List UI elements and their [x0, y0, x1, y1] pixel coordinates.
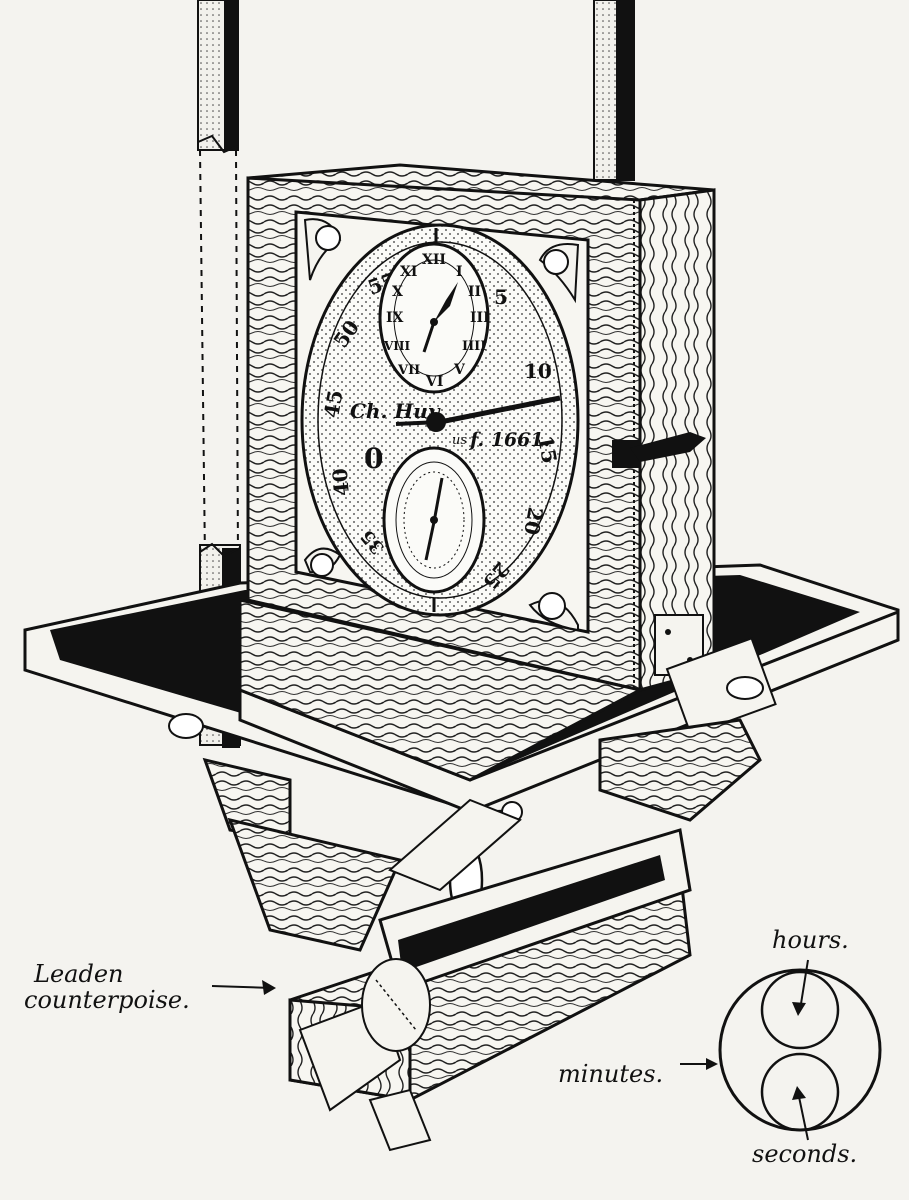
signature-date: f. 1661.: [468, 429, 550, 451]
key-hours-circle: [760, 970, 840, 1050]
zero-mark: 0: [364, 442, 383, 475]
corner-ornament-top-left: [303, 218, 342, 281]
corner-ornament-top-right: [538, 243, 580, 304]
minute-number-45: 45: [319, 388, 347, 420]
seconds-subdial: [382, 446, 486, 594]
label-counterpoise: counterpoise.: [24, 986, 190, 1014]
signature-mid: us: [452, 433, 467, 448]
roman-hour-vi: VI: [425, 374, 443, 390]
leaden-counterpoise-label: Leaden counterpoise.: [24, 960, 276, 1014]
minute-number-5: 5: [494, 285, 508, 309]
roman-hour-vii: VII: [397, 363, 420, 378]
minute-number-10: 10: [524, 359, 552, 383]
roman-hour-ix: IX: [386, 310, 404, 326]
roman-hour-viii: VIII: [383, 339, 411, 353]
roman-hour-iii: III: [470, 310, 490, 326]
hour-subdial: XII I II III IIII V VI VII VIII IX X XI: [378, 242, 490, 394]
corner-ornament-bottom-left: [303, 547, 342, 577]
roman-hour-xi: XI: [400, 264, 417, 280]
dial-center: [426, 412, 446, 432]
minute-number-15: 15: [533, 434, 561, 466]
counterpoise-frame: [202, 718, 762, 952]
roman-hour-i: I: [456, 264, 463, 280]
corner-ornament-bottom-right: [528, 592, 579, 632]
minute-number-20: 20: [519, 505, 547, 537]
roman-hour-iiii: IIII: [462, 339, 486, 354]
key-seconds-circle: [760, 1052, 840, 1132]
label-seconds: seconds.: [752, 1140, 857, 1168]
signature-name: Ch. Huy: [350, 399, 441, 423]
roman-hour-xii: XII: [422, 252, 446, 268]
roman-hour-v: V: [453, 362, 466, 378]
label-minutes: minutes.: [558, 1060, 663, 1088]
dial-layout-key: hours. minutes. seconds.: [558, 926, 882, 1168]
label-leaden: Leaden: [33, 960, 123, 988]
leaden-counterpoise-box: [288, 828, 692, 1152]
roman-hour-ii: II: [468, 284, 481, 300]
counterpoise-arrow: [211, 985, 273, 989]
roman-hour-x: X: [392, 284, 403, 300]
minute-number-40: 40: [328, 467, 354, 497]
clock-dial: 55 5 10 15 20 25 35 40 45 50 0 Ch. Huy u…: [300, 223, 580, 617]
label-hours: hours.: [772, 926, 849, 954]
